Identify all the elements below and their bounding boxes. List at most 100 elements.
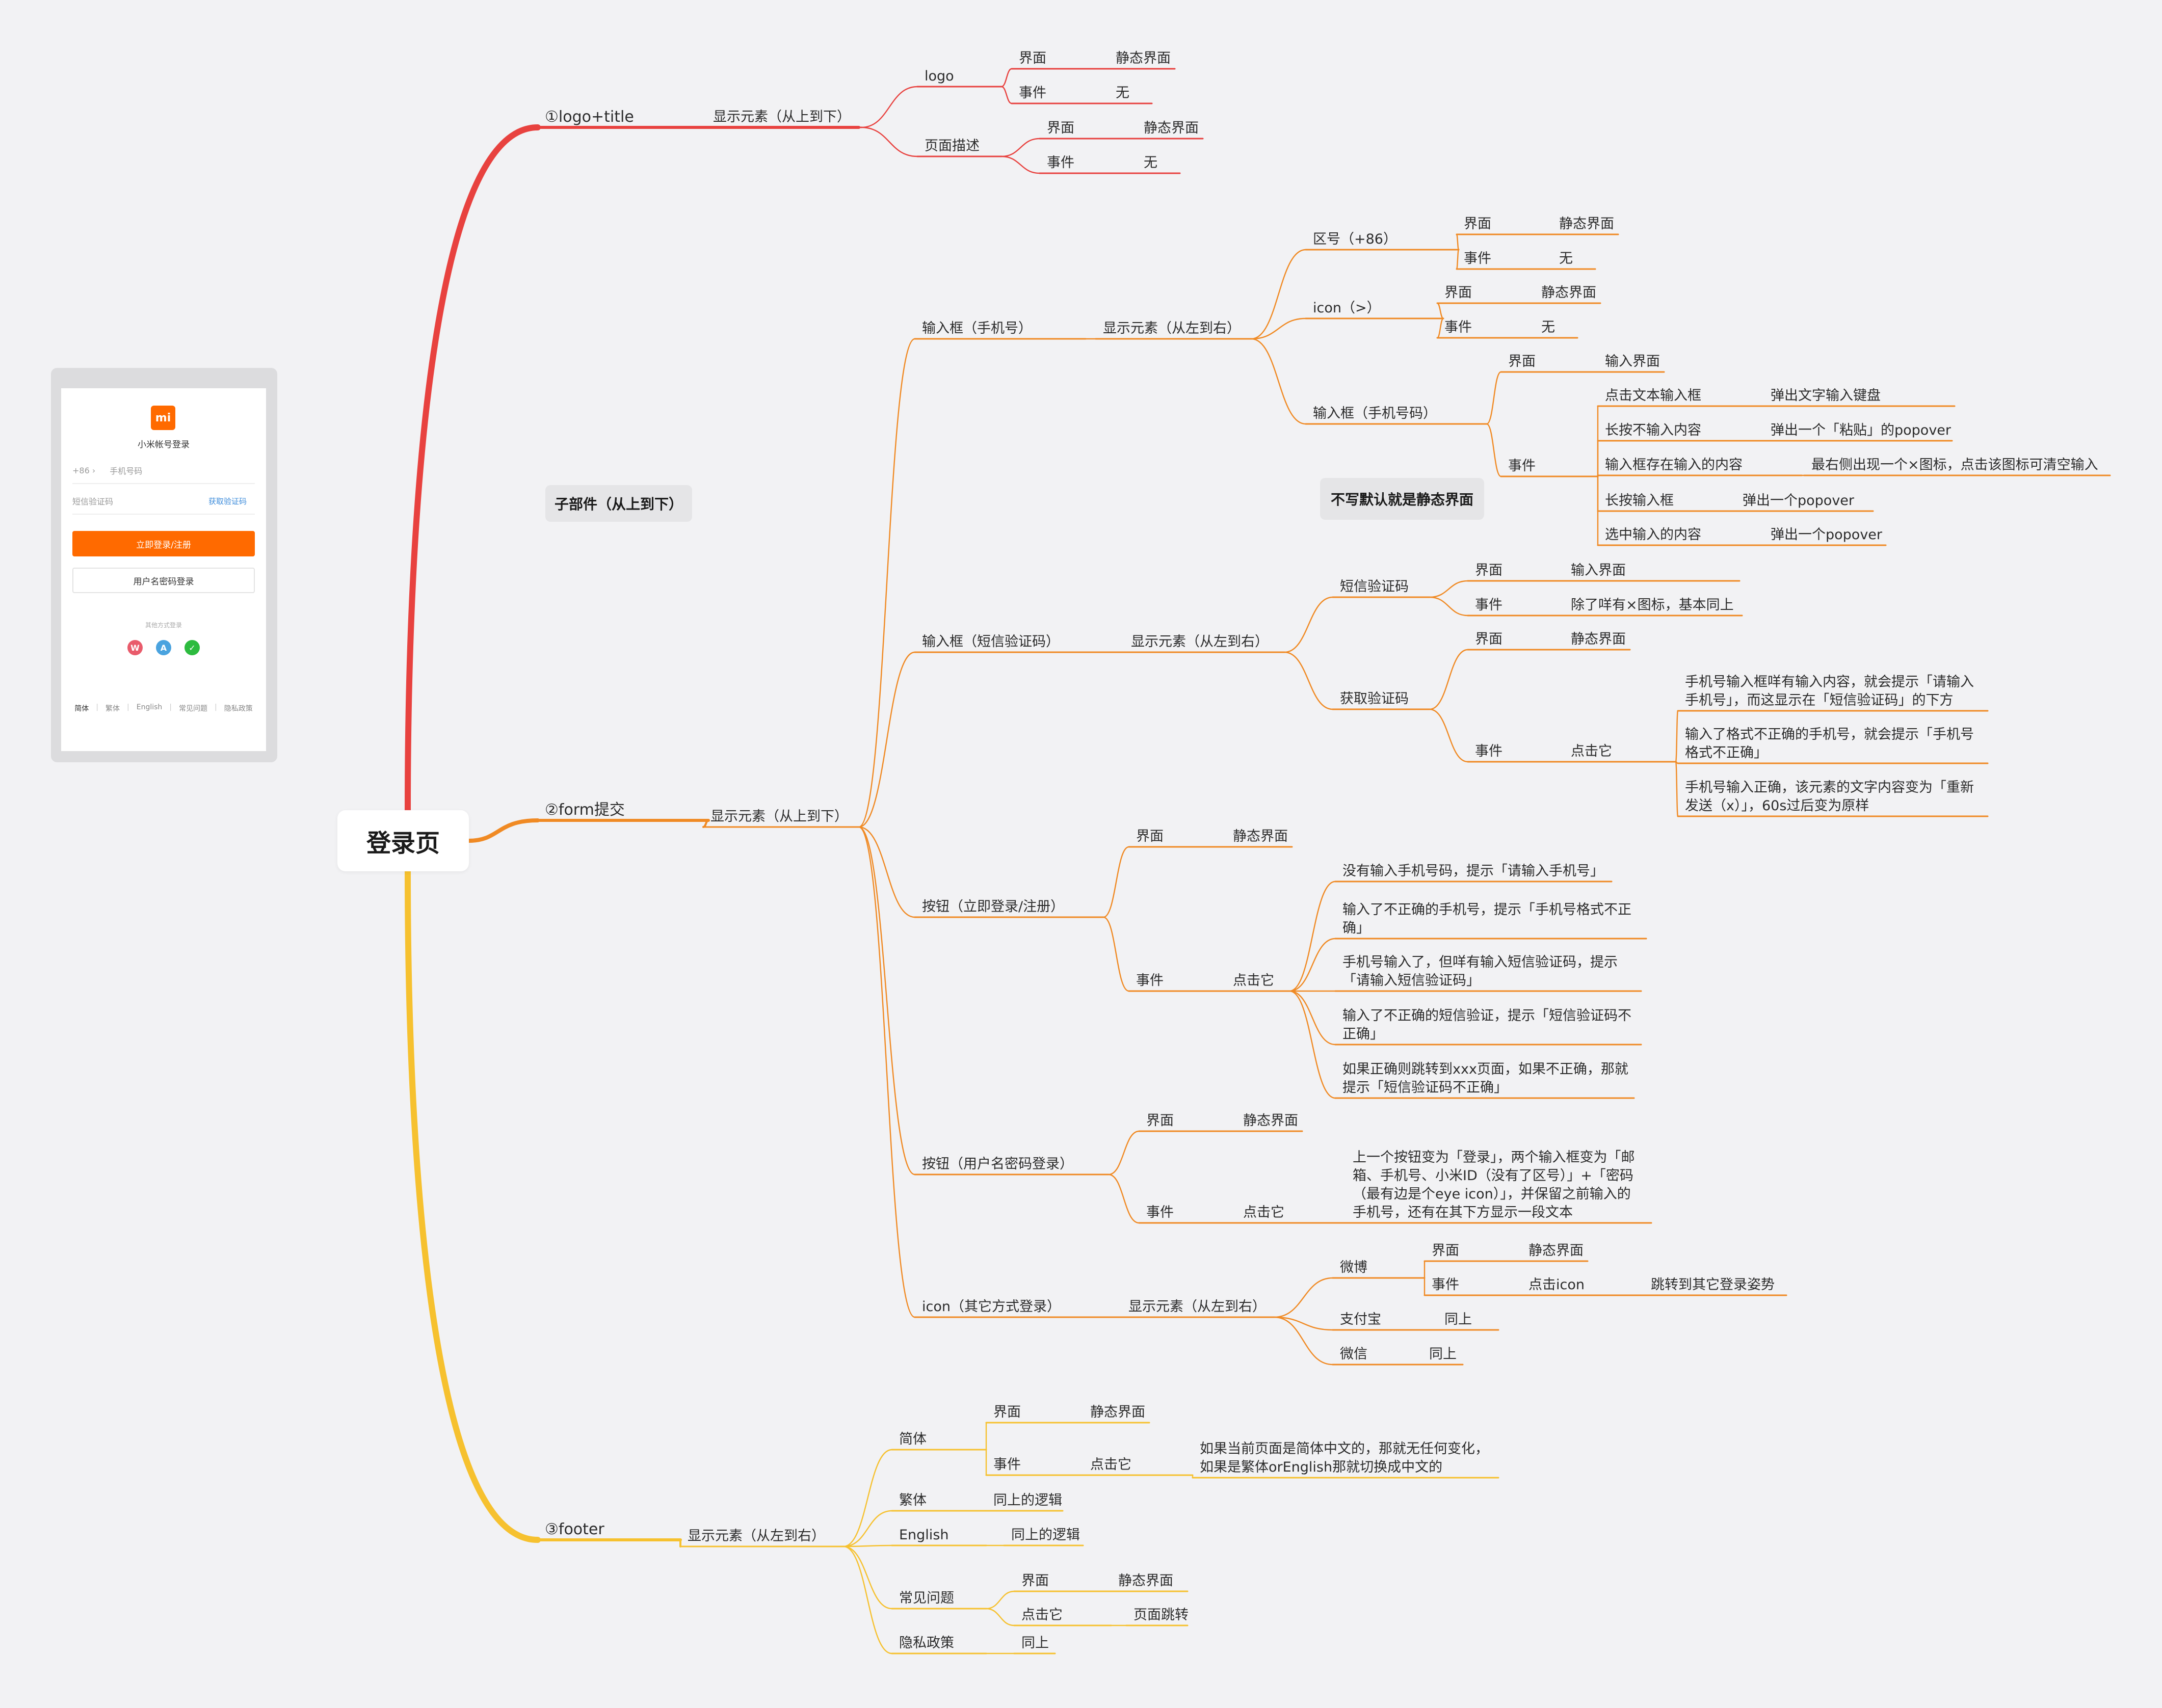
- topic-node[interactable]: 事件: [1444, 319, 1472, 335]
- topic-node[interactable]: 界面: [1432, 1243, 1459, 1259]
- topic-node[interactable]: 事件: [1464, 251, 1491, 266]
- topic-node[interactable]: 同上的逻辑: [993, 1492, 1062, 1508]
- topic-node[interactable]: 界面: [1475, 563, 1502, 578]
- topic-node[interactable]: 事件: [1136, 973, 1164, 989]
- topic-node[interactable]: 界面: [1508, 354, 1536, 369]
- topic-node[interactable]: 输入界面: [1605, 354, 1660, 369]
- topic-node[interactable]: 显示元素（从左到右）: [688, 1528, 825, 1544]
- topic-node[interactable]: 长按不输入内容: [1605, 422, 1701, 438]
- topic-node[interactable]: English: [899, 1527, 949, 1543]
- preview-login-button[interactable]: 立即登录/注册: [72, 531, 255, 556]
- topic-node[interactable]: 输入了格式不正确的手机号，就会提示「手机号格式不正确」: [1685, 727, 1974, 761]
- topic-node[interactable]: 支付宝: [1340, 1312, 1381, 1327]
- topic-node[interactable]: icon（>）: [1313, 300, 1381, 316]
- topic-node[interactable]: icon（其它方式登录）: [922, 1299, 1061, 1315]
- preview-get-code-link[interactable]: 获取验证码: [208, 496, 247, 506]
- topic-node[interactable]: 页面描述: [925, 138, 980, 154]
- topic-node[interactable]: 输入了不正确的短信验证，提示「短信验证码不正确」: [1342, 1008, 1631, 1042]
- topic-node[interactable]: 输入框存在输入的内容: [1605, 457, 1743, 473]
- topic-node[interactable]: 没有输入手机号码，提示「请输入手机号」: [1342, 863, 1604, 879]
- topic-node[interactable]: 简体: [899, 1431, 927, 1447]
- topic-node[interactable]: 获取验证码: [1340, 691, 1409, 707]
- topic-node[interactable]: 无: [1541, 319, 1555, 335]
- topic-node[interactable]: 事件: [1475, 743, 1502, 759]
- topic-node[interactable]: 无: [1559, 251, 1573, 266]
- topic-node[interactable]: 同上: [1429, 1346, 1457, 1362]
- topic-node[interactable]: 事件: [993, 1457, 1021, 1473]
- topic-node[interactable]: 静态界面: [1116, 50, 1171, 66]
- topic-node[interactable]: 手机号输入框咩有输入内容，就会提示「请输入手机号」，而这显示在「短信验证码」的下…: [1685, 674, 1974, 708]
- topic-node[interactable]: 短信验证码: [1340, 579, 1409, 595]
- topic-node[interactable]: 静态界面: [1144, 120, 1199, 136]
- preview-footer-privacy[interactable]: 隐私政策: [224, 705, 253, 713]
- topic-node[interactable]: 最右侧出现一个×图标，点击该图标可清空输入: [1811, 457, 2098, 473]
- topic-node[interactable]: 选中输入的内容: [1605, 527, 1701, 543]
- preview-footer-english[interactable]: English: [136, 703, 163, 711]
- topic-node[interactable]: ③footer: [545, 1520, 604, 1538]
- topic-node[interactable]: 点击它: [1233, 973, 1274, 989]
- preview-country-code[interactable]: +86 ›: [72, 465, 96, 475]
- topic-node[interactable]: 界面: [1444, 285, 1472, 301]
- topic-node[interactable]: 长按输入框: [1605, 493, 1674, 509]
- topic-node[interactable]: 静态界面: [1559, 216, 1614, 232]
- topic-node[interactable]: 输入了不正确的手机号，提示「手机号格式不正确」: [1342, 902, 1631, 936]
- topic-node[interactable]: 弹出一个「粘贴」的popover: [1771, 422, 1952, 438]
- topic-node[interactable]: 输入框（短信验证码）: [922, 634, 1060, 650]
- preview-password-login-button[interactable]: 用户名密码登录: [72, 568, 255, 593]
- topic-node[interactable]: 除了咩有×图标，基本同上: [1571, 597, 1734, 613]
- topic-node[interactable]: 界面: [1047, 120, 1074, 136]
- topic-node[interactable]: 弹出一个popover: [1771, 527, 1883, 543]
- preview-footer-simplified[interactable]: 简体: [74, 705, 89, 713]
- topic-node[interactable]: 上一个按钮变为「登录」，两个输入框变为「邮箱、手机号、小米ID（没有了区号）」+…: [1353, 1150, 1635, 1220]
- root-node[interactable]: 登录页: [337, 810, 469, 871]
- topic-node[interactable]: 界面: [1146, 1113, 1174, 1129]
- topic-node[interactable]: 点击它: [1243, 1205, 1284, 1220]
- preview-phone-input[interactable]: +86 › 手机号码: [72, 458, 255, 484]
- topic-node[interactable]: 常见问题: [899, 1590, 954, 1606]
- preview-footer-traditional[interactable]: 繁体: [106, 705, 120, 713]
- topic-node[interactable]: 事件: [1047, 155, 1074, 171]
- topic-node[interactable]: 静态界面: [1528, 1243, 1584, 1259]
- topic-node[interactable]: 微信: [1340, 1346, 1367, 1362]
- topic-node[interactable]: 无: [1116, 85, 1129, 101]
- topic-node[interactable]: logo: [925, 68, 954, 84]
- topic-node[interactable]: 按钮（立即登录/注册）: [922, 899, 1065, 915]
- floating-topic-note[interactable]: 不写默认就是静态界面: [1320, 478, 1484, 520]
- topic-node[interactable]: 手机号输入正确，该元素的文字内容变为「重新发送（x）」，60s过后变为原样: [1685, 780, 1974, 814]
- topic-node[interactable]: 事件: [1475, 597, 1502, 613]
- topic-node[interactable]: 点击文本输入框: [1605, 388, 1701, 404]
- topic-node[interactable]: 界面: [1019, 50, 1046, 66]
- topic-node[interactable]: 界面: [1475, 631, 1502, 647]
- topic-node[interactable]: 页面跳转: [1133, 1607, 1189, 1623]
- topic-node[interactable]: 事件: [1146, 1205, 1174, 1220]
- topic-node[interactable]: 静态界面: [1118, 1573, 1173, 1589]
- topic-node[interactable]: 静态界面: [1233, 829, 1288, 844]
- weibo-icon[interactable]: W: [127, 640, 143, 655]
- topic-node[interactable]: 弹出文字输入键盘: [1771, 388, 1881, 404]
- topic-node[interactable]: 无: [1144, 155, 1157, 171]
- topic-node[interactable]: 静态界面: [1243, 1113, 1298, 1129]
- topic-node[interactable]: 跳转到其它登录姿势: [1651, 1277, 1775, 1293]
- alipay-icon[interactable]: A: [156, 640, 171, 655]
- topic-node[interactable]: 同上: [1444, 1312, 1472, 1327]
- topic-node[interactable]: 如果正确则跳转到xxx页面，如果不正确，那就提示「短信验证码不正确」: [1342, 1061, 1628, 1096]
- topic-node[interactable]: 显示元素（从左到右）: [1128, 1299, 1266, 1315]
- topic-node[interactable]: 隐私政策: [899, 1635, 954, 1651]
- topic-node[interactable]: ①logo+title: [545, 108, 634, 126]
- preview-footer-faq[interactable]: 常见问题: [179, 705, 207, 713]
- topic-node[interactable]: 点击它: [1021, 1607, 1063, 1623]
- topic-node[interactable]: ②form提交: [545, 801, 625, 819]
- topic-node[interactable]: 弹出一个popover: [1743, 493, 1855, 509]
- topic-node[interactable]: 事件: [1432, 1277, 1459, 1293]
- topic-node[interactable]: 输入界面: [1571, 563, 1626, 578]
- topic-node[interactable]: 静态界面: [1090, 1404, 1145, 1420]
- topic-node[interactable]: 事件: [1508, 458, 1536, 474]
- topic-node[interactable]: 静态界面: [1571, 631, 1626, 647]
- topic-node[interactable]: 同上: [1021, 1635, 1049, 1651]
- topic-node[interactable]: 静态界面: [1541, 285, 1596, 301]
- topic-node[interactable]: 如果当前页面是简体中文的，那就无任何变化，如果是繁体orEnglish那就切换成…: [1200, 1441, 1489, 1475]
- topic-node[interactable]: 手机号输入了，但咩有输入短信验证码，提示「请输入短信验证码」: [1342, 954, 1618, 989]
- topic-node[interactable]: 界面: [993, 1404, 1021, 1420]
- topic-node[interactable]: 微博: [1340, 1260, 1367, 1275]
- preview-code-input[interactable]: 短信验证码 获取验证码: [72, 488, 255, 515]
